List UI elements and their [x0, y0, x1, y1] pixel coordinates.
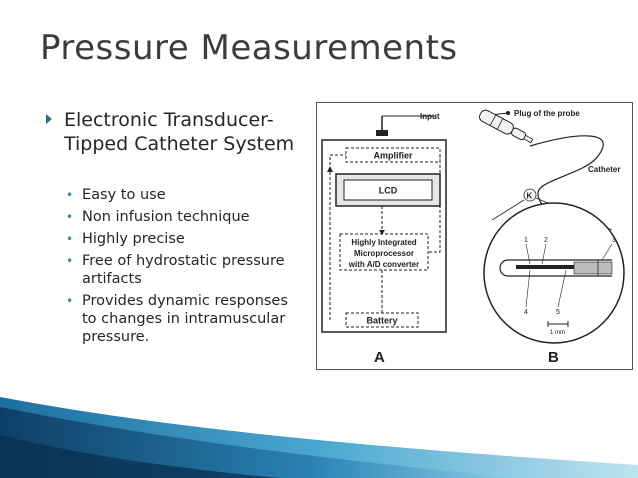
catheter-figure: Input Amplifier LCD Highly Integrated Mi… [316, 102, 633, 370]
lcd-label: LCD [379, 186, 398, 196]
panel-b-label: B [548, 349, 559, 366]
magnified-tip-circle [483, 202, 625, 344]
dot-bullet-icon: • [66, 210, 74, 224]
plug-label: Plug of the probe [514, 109, 580, 118]
micro-line-2: Microprocessor [354, 249, 414, 258]
wave-deep [0, 435, 280, 478]
sub-bullet-text: Free of hydrostatic pressure artifacts [82, 253, 285, 287]
main-bullet-text: Electronic Transducer-Tipped Catheter Sy… [64, 109, 295, 155]
decorative-wave [0, 397, 638, 478]
device-housing [321, 139, 447, 333]
power-line-left [329, 154, 346, 320]
input-connector [376, 130, 388, 136]
amplifier-label: Amplifier [373, 151, 413, 161]
sub-bullet: • Free of hydrostatic pressure artifacts [64, 252, 304, 288]
slide-title: Pressure Measurements [40, 28, 458, 68]
sensor-element [516, 265, 574, 269]
micro-line-1: Highly Integrated [351, 238, 416, 247]
label-2: 2 [544, 237, 548, 244]
arrow-bullet-icon [46, 114, 52, 124]
leader-4 [525, 269, 531, 308]
leader-5 [557, 269, 567, 308]
lcd-screen [343, 179, 433, 201]
sub-bullet: • Provides dynamic responses to changes i… [64, 292, 304, 346]
sub-bullet-text: Easy to use [82, 187, 166, 203]
microprocessor-box [339, 233, 429, 271]
sensor-shaft [573, 261, 613, 275]
arrow-up-icon [327, 166, 333, 172]
catheter-label: Catheter [588, 165, 620, 174]
scale-label: 1 mm [550, 330, 565, 336]
sub-bullet-text: Highly precise [82, 231, 185, 247]
label-3: 3 [612, 237, 616, 244]
main-bullet: Electronic Transducer-Tipped Catheter Sy… [46, 108, 306, 156]
marker-k: K [527, 192, 533, 201]
sub-bullet-text: Provides dynamic responses to changes in… [82, 293, 288, 345]
label-4: 4 [524, 309, 528, 316]
catheter-wall [508, 259, 612, 277]
leader-1 [525, 243, 531, 265]
sub-bullet-text: Non infusion technique [82, 209, 250, 225]
arrow-down-icon [379, 230, 385, 235]
sub-bullet-list: • Easy to use • Non infusion technique • Hi… [64, 186, 304, 350]
catheter-cable [529, 135, 604, 195]
dot-bullet-icon: • [66, 254, 74, 268]
magnify-marker [523, 188, 537, 202]
sub-bullet: • Non infusion technique [64, 208, 304, 226]
plug-icon [479, 109, 534, 144]
catheter-end [499, 259, 509, 277]
leader-2 [541, 243, 547, 265]
battery-label: Battery [366, 316, 397, 326]
label-5: 5 [556, 309, 560, 316]
sub-bullet: • Easy to use [64, 186, 304, 204]
sub-bullet: • Highly precise [64, 230, 304, 248]
leader-3 [601, 243, 613, 261]
signal-line-right [428, 155, 441, 253]
label-1: 1 [524, 237, 528, 244]
dot-bullet-icon: • [66, 232, 74, 246]
dot-bullet-icon: • [66, 188, 74, 202]
input-label: Input [420, 112, 440, 121]
dot-bullet-icon: • [66, 294, 74, 308]
micro-line-3: with A/D converter [348, 260, 419, 269]
zoom-line-left [491, 199, 525, 221]
panel-a-label: A [374, 349, 385, 366]
